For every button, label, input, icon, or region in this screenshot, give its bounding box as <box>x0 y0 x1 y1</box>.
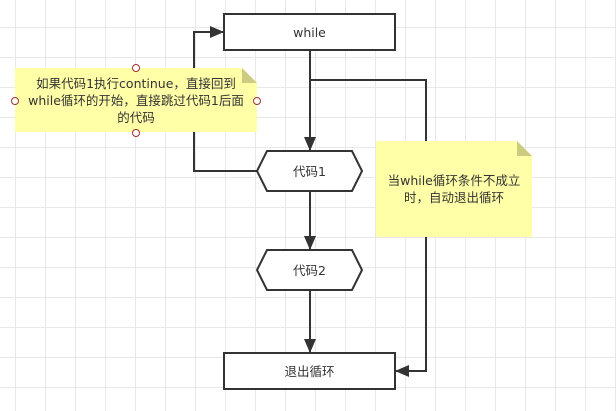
note-exit-fold <box>517 141 532 156</box>
resize-handle-top[interactable] <box>132 64 140 72</box>
note-continue-shape[interactable] <box>15 68 257 132</box>
node-exit-label: 退出循环 <box>284 363 335 379</box>
resize-handle-bottom[interactable] <box>132 129 140 137</box>
resize-handle-right[interactable] <box>253 97 261 105</box>
note-continue-text: 如果代码1执行continue，直接回到while循环的开始，直接跳过代码1后面… <box>28 75 244 125</box>
node-exit[interactable] <box>223 352 396 390</box>
node-code1-label: 代码1 <box>293 163 326 179</box>
note-exit-text: 当while循环条件不成立时，自动退出循环 <box>387 173 521 205</box>
node-code2-label: 代码2 <box>293 262 326 278</box>
node-code1[interactable] <box>255 150 364 192</box>
node-code2[interactable] <box>255 249 364 291</box>
note-continue-fold <box>242 68 257 83</box>
node-while-label: while <box>293 24 326 40</box>
note-exit-shape[interactable] <box>376 141 532 237</box>
node-while[interactable] <box>223 13 396 51</box>
resize-handle-left[interactable] <box>11 97 19 105</box>
